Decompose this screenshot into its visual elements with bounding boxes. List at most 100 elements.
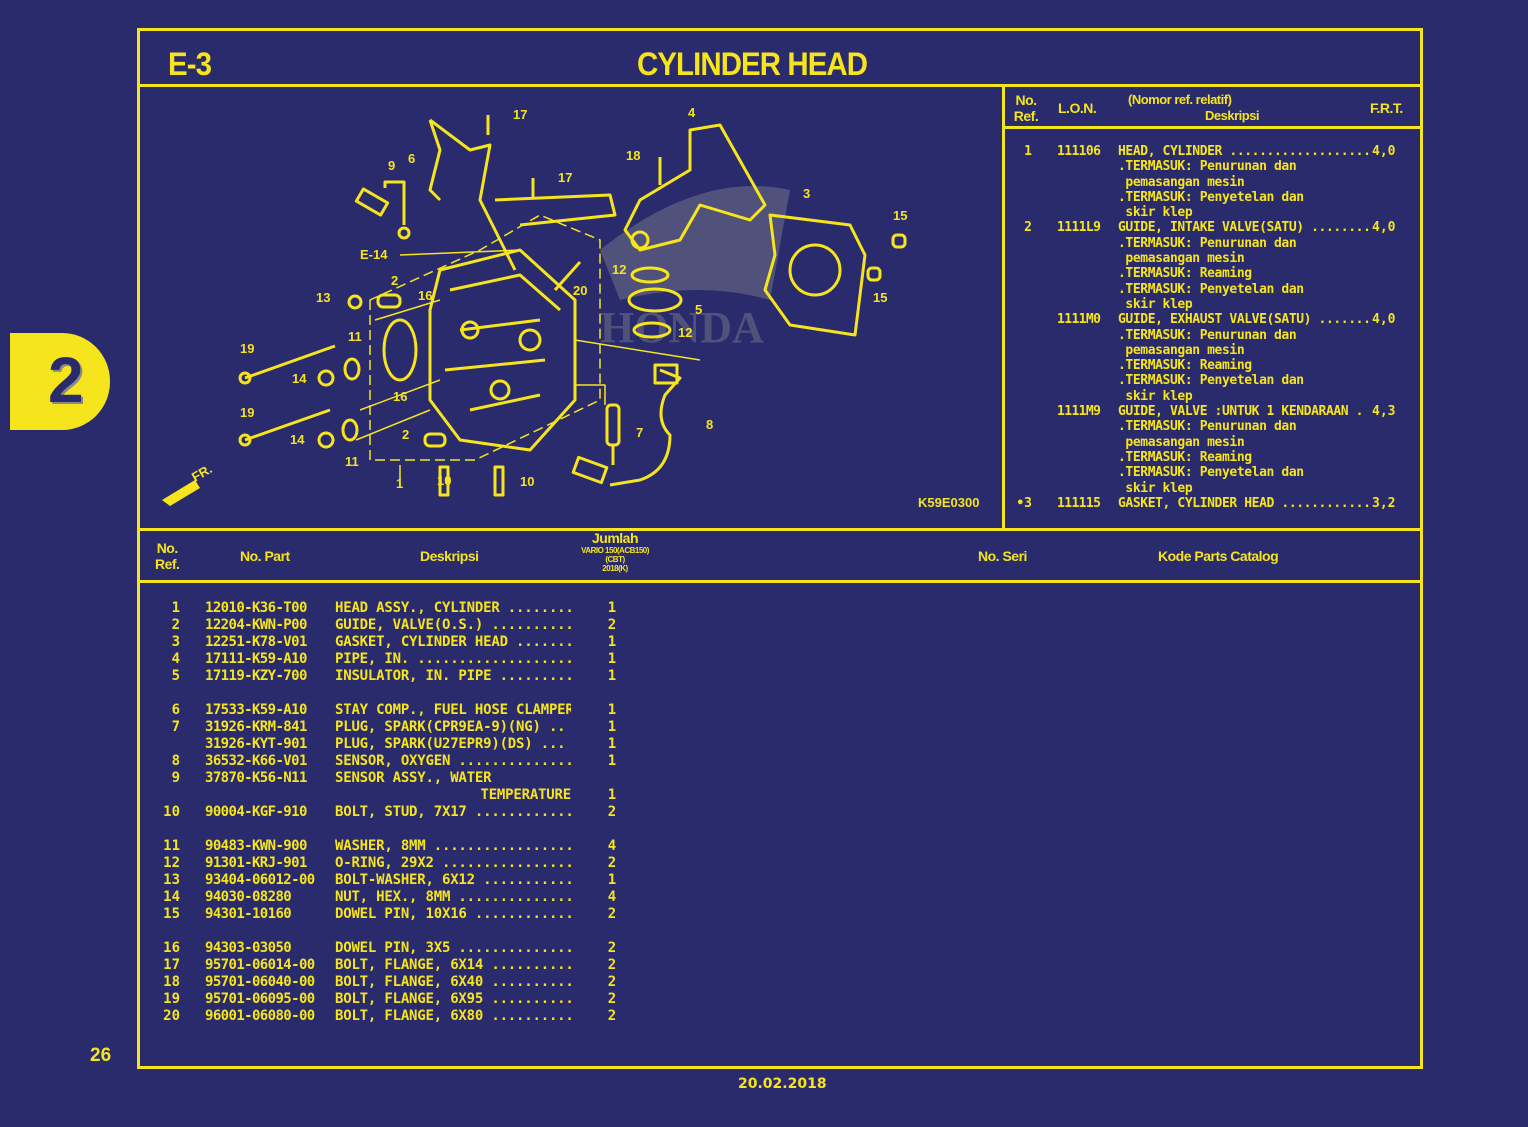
quantity: 1: [607, 753, 617, 769]
lon-code: 111106: [1057, 144, 1101, 159]
note-text: pemasangan mesin: [1118, 174, 1245, 190]
part-desc: WASHER, 8MM ............................: [335, 838, 571, 854]
callout-label: 11: [348, 329, 362, 344]
parts-header-desc: Deskripsi: [420, 548, 479, 564]
part-number: 95701-06040-00: [205, 974, 315, 990]
spark-plug: [605, 403, 621, 465]
callout-label: 18: [626, 148, 640, 163]
quantity: 1: [607, 719, 617, 735]
lon-code: 1111L9: [1057, 220, 1101, 236]
callout-label: 4: [688, 105, 696, 120]
quantity: 1: [607, 600, 617, 616]
ref-no: 13: [163, 872, 180, 888]
ref-no: 1: [171, 600, 180, 616]
callout-label: 10: [520, 474, 534, 489]
ref-desc: GASKET, CYLINDER HEAD ..................: [1118, 495, 1370, 511]
part-number: 94301-10160: [205, 906, 292, 922]
quantity: 2: [607, 974, 617, 990]
ref-no: 12: [163, 855, 180, 871]
gasket-shape: [763, 213, 867, 337]
part-number: 96001-06080-00: [205, 1008, 315, 1024]
note-text: .TERMASUK: Penurunan dan: [1118, 235, 1297, 251]
quantity: 2: [607, 940, 617, 956]
callout-label: 2: [402, 427, 409, 442]
page-title: CYLINDER HEAD: [637, 46, 868, 82]
parts-header-ref: No. Ref.: [155, 540, 180, 572]
qty-model: VARIO 150(ACB150) (CBT) 2018(K): [581, 546, 649, 573]
quantity: 2: [607, 804, 617, 820]
callout-label: 16: [418, 288, 432, 303]
part-number: 94030-08280: [205, 889, 292, 905]
callout-label: E-14: [360, 247, 388, 262]
note-text: .TERMASUK: Reaming: [1118, 358, 1252, 374]
ref-no: 3: [171, 634, 180, 650]
note-text: skir klep: [1118, 205, 1193, 221]
part-number: 31926-KRM-841: [205, 719, 307, 735]
quantity: 4: [607, 838, 617, 854]
ref-desc: GUIDE, INTAKE VALVE(SATU) ..........: [1118, 220, 1370, 236]
ref-no: 19: [163, 991, 180, 1007]
quantity: 2: [607, 957, 617, 973]
part-number: 17119-KZY-700: [205, 668, 307, 684]
part-number: 12204-KWN-P00: [205, 617, 307, 633]
note-text: .TERMASUK: Reaming: [1118, 266, 1252, 282]
note-text: .TERMASUK: Penurunan dan: [1118, 159, 1297, 175]
oxygen-sensor: [571, 363, 682, 487]
quantity: 1: [607, 651, 617, 667]
callout-label: 8: [706, 417, 713, 432]
quantity: 1: [607, 736, 617, 752]
note-text: skir klep: [1118, 388, 1193, 404]
frt-value: 4,0: [1372, 144, 1396, 159]
part-desc: GASKET, CYLINDER HEAD ..................: [335, 634, 571, 650]
ref-header-frt: F.R.T.: [1370, 100, 1403, 116]
part-number: 12251-K78-V01: [205, 634, 307, 650]
callout-label: 17: [558, 170, 572, 185]
frt-value: 4,0: [1372, 220, 1396, 236]
ref-no: 8: [171, 753, 180, 769]
diagram-bottom-divider: [137, 528, 1423, 531]
part-number: 17533-K59-A10: [205, 702, 307, 718]
callout-label: 6: [408, 151, 415, 166]
frt-value: 4,0: [1372, 312, 1396, 328]
callout-label: 19: [240, 341, 254, 356]
ref-no: 11: [163, 838, 180, 854]
note-text: .TERMASUK: Penyetelan dan: [1118, 465, 1304, 481]
note-text: skir klep: [1118, 480, 1193, 496]
part-number: 17111-K59-A10: [205, 651, 307, 667]
qty-title: Jumlah: [591, 530, 639, 546]
frt-value: 3,2: [1372, 495, 1396, 511]
part-desc: INSULATOR, IN. PIPE ....................: [335, 668, 571, 684]
part-desc: DOWEL PIN, 10X16 .......................: [335, 906, 571, 922]
note-text: .TERMASUK: Penyetelan dan: [1118, 281, 1304, 297]
parts-header-serial: No. Seri: [978, 548, 1027, 564]
chapter-tab[interactable]: 2: [10, 333, 110, 430]
callout-label: 12: [678, 325, 692, 340]
quantity: 1: [607, 702, 617, 718]
frt-value: 4,3: [1372, 404, 1396, 420]
ref-no: 2: [171, 617, 180, 633]
part-desc: PIPE, IN. ..............................: [335, 651, 571, 667]
quantity: 1: [607, 787, 617, 803]
callout-label: 5: [695, 302, 702, 317]
cylinder-head-shape: [382, 248, 577, 452]
part-desc: PLUG, SPARK(CPR9EA-9)(NG) ..: [335, 719, 566, 735]
intake-pipe-shape: [623, 123, 767, 252]
ref-desc: GUIDE, VALVE :UNTUK 1 KENDARAAN .: [1118, 404, 1364, 420]
callout-label: 20: [573, 283, 587, 298]
callout-label: 7: [636, 425, 643, 440]
water-temp-sensor: [354, 180, 411, 240]
ref-no: 20: [163, 1008, 180, 1024]
ref-no: 14: [163, 889, 180, 905]
ref-no: 7: [171, 719, 180, 735]
part-number: 90483-KWN-900: [205, 838, 307, 854]
note-text: pemasangan mesin: [1118, 342, 1245, 358]
part-number: 91301-KRJ-901: [205, 855, 307, 871]
part-desc: BOLT, FLANGE, 6X80 .....................: [335, 1008, 571, 1024]
part-desc: GUIDE, VALVE(O.S.) .....................: [335, 617, 571, 633]
lon-code: 1111M9: [1057, 404, 1101, 420]
parts-header-divider: [137, 580, 1423, 583]
callout-label: 3: [803, 186, 810, 201]
ref-header-no-text: No. Ref.: [1013, 92, 1039, 124]
